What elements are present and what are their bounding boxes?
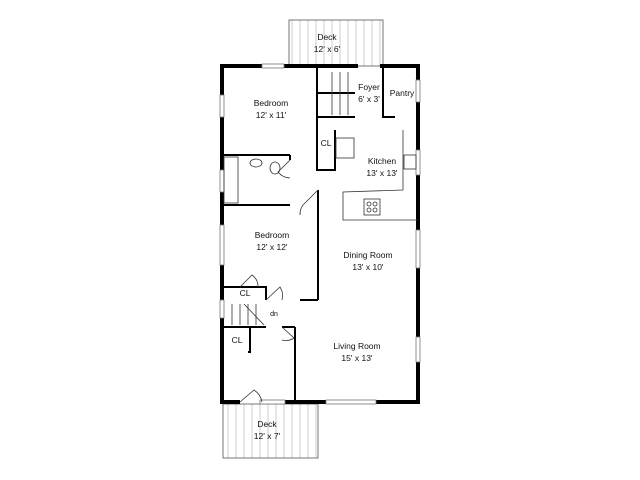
foyer-dims: 6' x 3' — [358, 94, 380, 104]
kitchen-name: Kitchen — [368, 156, 397, 166]
deck-top — [288, 19, 384, 67]
dining-dims: 13' x 10' — [352, 262, 384, 272]
interior-walls — [222, 66, 395, 402]
foyer-name: Foyer — [358, 82, 380, 92]
bedroom-2-name: Bedroom — [255, 230, 290, 240]
dining-name: Dining Room — [343, 250, 392, 260]
stairs-dn-label: dn — [270, 311, 278, 318]
doors — [239, 159, 319, 403]
windows — [219, 63, 421, 405]
pantry-name: Pantry — [390, 88, 415, 98]
bedroom-1-dims: 12' x 11' — [256, 110, 287, 120]
bedroom-2-dims: 12' x 12' — [256, 242, 288, 252]
closet-2-name: CL — [240, 288, 251, 298]
kitchen-counters — [335, 130, 418, 221]
deck-bottom-dims: 12' x 7' — [254, 431, 281, 441]
closet-1-name: CL — [321, 138, 332, 148]
deck-bottom — [222, 403, 319, 459]
stairs — [231, 72, 349, 326]
living-dims: 15' x 13' — [341, 353, 373, 363]
deck-top-dims: 12' x 6' — [314, 44, 341, 54]
bath-fixtures — [223, 156, 281, 204]
room-labels: Deck 12' x 6' Bedroom 12' x 11' Foyer 6'… — [232, 32, 415, 441]
kitchen-dims: 13' x 13' — [366, 168, 398, 178]
closet-3-name: CL — [232, 335, 243, 345]
deck-bottom-name: Deck — [257, 419, 277, 429]
bedroom-1-name: Bedroom — [254, 98, 289, 108]
living-name: Living Room — [333, 341, 380, 351]
deck-top-name: Deck — [317, 32, 337, 42]
